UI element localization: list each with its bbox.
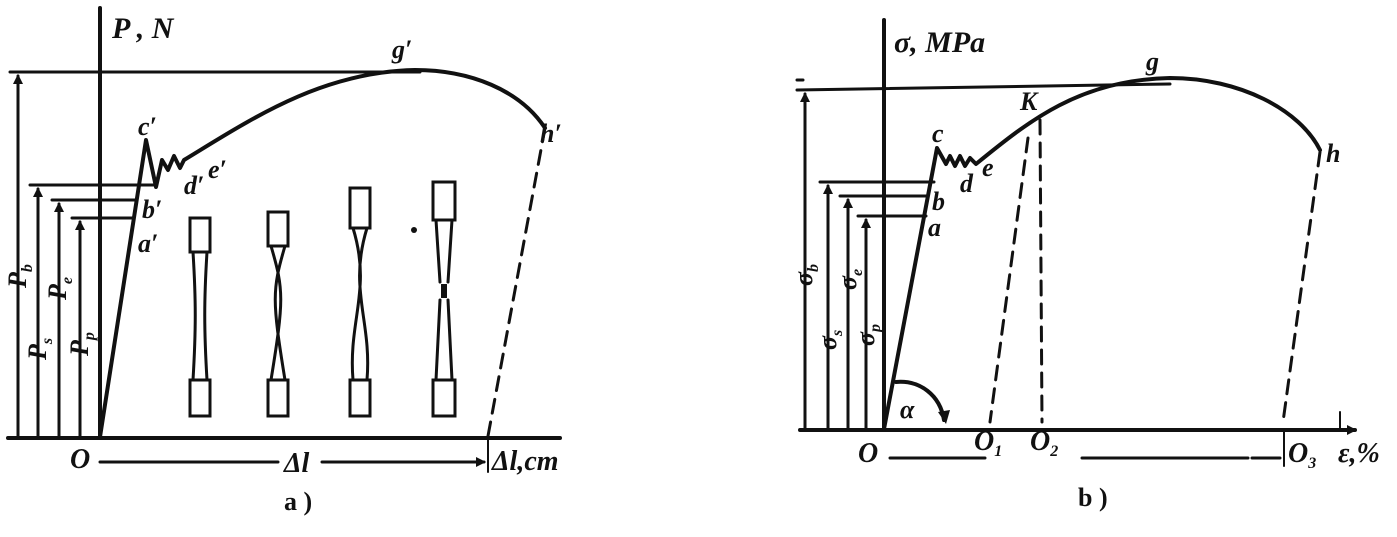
a-specimens [188,180,457,418]
b-y-label: σ, MPa [894,26,985,59]
b-caption: b ) [1078,483,1108,512]
b-label-sb: σb [789,264,822,286]
b-unload-1 [988,136,1030,424]
panel-b: σ, MPa O ε,% b ) α c d e b a K g h O1 O2… [789,18,1380,512]
a-label-ps: Ps [23,338,56,361]
a-point-b: b′ [142,195,162,224]
a-label-pp: Pp [65,332,98,357]
a-extension-label: Δl [283,448,310,479]
b-point-h: h [1326,139,1340,168]
a-x-label: Δl,cm [491,446,559,477]
b-label-ss: σs [813,330,846,350]
a-caption: a ) [284,487,312,516]
a-point-h: h′ [540,119,562,148]
b-point-a: a [928,213,941,242]
b-x-label: ε,% [1338,438,1380,469]
b-label-se: σe [833,269,866,290]
b-point-o2: O2 [1030,426,1058,460]
b-angle-arrow [938,410,950,424]
b-angle-label: α [900,395,915,424]
b-point-e: e [982,153,994,182]
a-label-pe: Pe [43,277,76,301]
b-point-c: c [932,119,944,148]
a-point-c: c′ [138,112,157,141]
a-label-pb: Pb [3,264,36,289]
b-point-o3: O3 [1288,438,1316,472]
b-point-k: K [1019,87,1039,116]
a-point-d: d′ [184,171,204,200]
b-unload-2 [1038,118,1044,424]
a-load-curve [98,68,547,439]
a-point-a: a′ [138,229,158,258]
a-point-g: g′ [391,35,412,64]
b-stress-curve [882,76,1322,431]
b-ref-sb [795,82,1172,92]
a-point-e: e′ [208,155,227,184]
b-fracture-line [1281,150,1322,424]
a-y-label: P , N [111,12,175,45]
a-origin-label: O [70,444,90,475]
b-origin-label: O [858,438,878,469]
b-point-g: g [1145,47,1159,76]
a-fracture-line [486,126,547,438]
b-point-o1: O1 [974,426,1002,460]
panel-a: P , N O Δl Δl,cm a ) c′ d′ e′ b′ a′ g′ h… [3,6,562,516]
b-label-sp: σp [851,324,884,346]
b-point-d: d [960,169,974,198]
b-point-b: b [932,187,945,216]
